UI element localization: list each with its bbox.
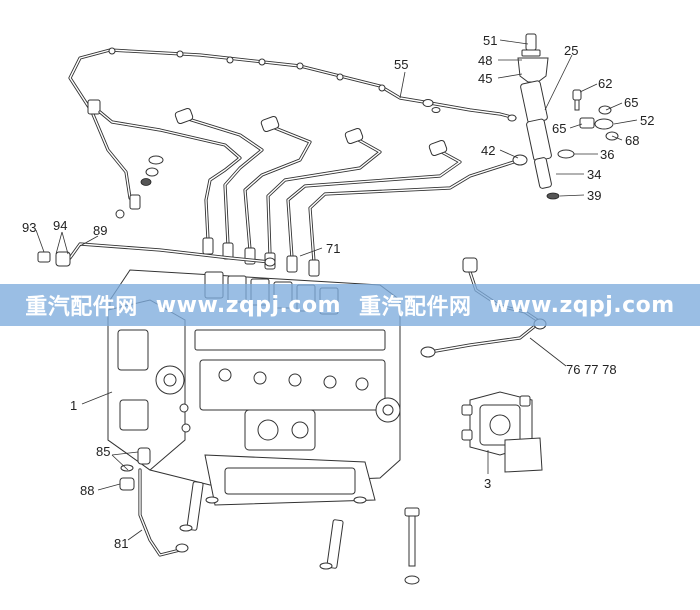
callout-85: 85 xyxy=(96,444,111,459)
watermark-text: 重汽配件网 xyxy=(25,295,138,320)
callout-34: 34 xyxy=(587,167,602,182)
callout-48: 48 xyxy=(478,53,493,68)
callout-76-77-78: 76 77 78 xyxy=(566,362,617,377)
callout-3: 3 xyxy=(484,476,492,491)
callout-36: 36 xyxy=(600,147,615,162)
callout-51: 51 xyxy=(483,33,498,48)
callout-94: 94 xyxy=(53,218,68,233)
leader-lines xyxy=(35,39,638,541)
banjo-fittings xyxy=(115,155,164,219)
mounting-studs xyxy=(179,481,420,585)
callout-45: 45 xyxy=(478,71,493,86)
watermark-url: www.zqpj.com xyxy=(489,292,675,318)
callout-71: 71 xyxy=(326,241,341,256)
callout-65-lower: 65 xyxy=(552,121,567,136)
return-fuel-line xyxy=(68,47,517,200)
callout-55: 55 xyxy=(394,57,409,72)
fuel-line-89 xyxy=(37,242,276,267)
watermark-text: 重汽配件网 xyxy=(359,295,472,320)
callout-68: 68 xyxy=(625,133,640,148)
callout-89: 89 xyxy=(93,223,108,238)
callout-65-upper: 65 xyxy=(624,95,639,110)
callout-1: 1 xyxy=(70,398,78,413)
callout-93: 93 xyxy=(22,220,37,235)
callout-81: 81 xyxy=(114,536,129,551)
callout-39: 39 xyxy=(587,188,602,203)
watermark-banner: 重汽配件网 www.zqpj.com 重汽配件网 www.zqpj.com xyxy=(0,284,700,326)
callout-52: 52 xyxy=(640,113,655,128)
coupling xyxy=(461,391,543,473)
callout-42: 42 xyxy=(481,143,496,158)
injector-assembly xyxy=(512,33,619,200)
fuel-line-81 xyxy=(119,447,189,557)
callout-25: 25 xyxy=(564,43,579,58)
watermark-url: www.zqpj.com xyxy=(155,292,341,318)
callout-62: 62 xyxy=(598,76,613,91)
callout-88: 88 xyxy=(80,483,95,498)
